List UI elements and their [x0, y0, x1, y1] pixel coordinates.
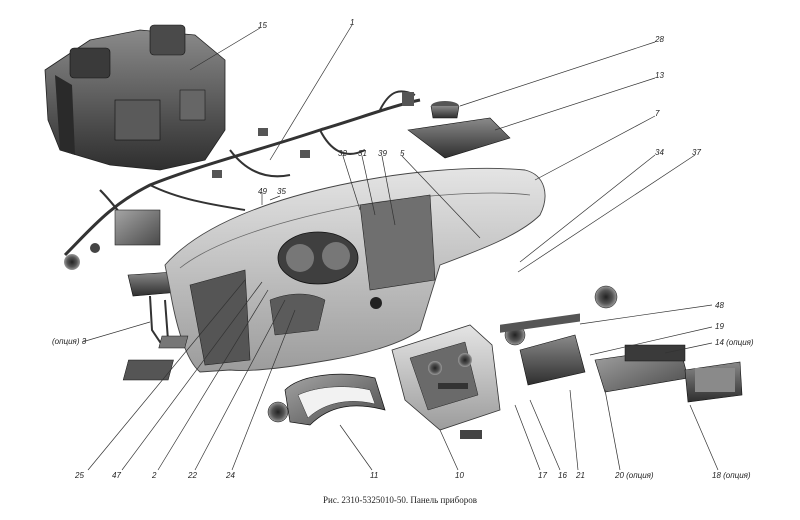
callout-5: 5	[400, 149, 405, 158]
callout-25: 25	[74, 471, 84, 480]
callout-2: 2	[151, 471, 157, 480]
callout-28: 28	[654, 35, 664, 44]
glovebox-lid	[407, 117, 511, 159]
callout-7: 7	[655, 109, 660, 118]
cup-holder	[430, 101, 460, 119]
callout-21: 21	[575, 471, 585, 480]
callout-24: 24	[225, 471, 235, 480]
callout-32: 32	[338, 149, 347, 158]
callout-20: 20 (опция)	[614, 471, 654, 480]
figure-caption: Рис. 2310-5325010-50. Панель приборов	[323, 495, 477, 505]
heater-unit	[44, 24, 226, 171]
optional-units	[594, 344, 743, 403]
callout-37: 37	[692, 148, 701, 157]
optional-module	[127, 271, 181, 344]
callout-13: 13	[655, 71, 664, 80]
small-trim-panel	[158, 335, 189, 349]
callout-3: (опция) 3	[52, 337, 87, 346]
callout-49: 49	[258, 187, 267, 196]
dashboard-body	[164, 167, 546, 373]
callout-10: 10	[455, 471, 464, 480]
cluster-bezel	[267, 373, 386, 426]
callout-16: 16	[558, 471, 567, 480]
callout-19: 19	[715, 322, 724, 331]
callout-15: 15	[258, 21, 267, 30]
wiring-harness	[63, 90, 421, 270]
callout-39: 39	[378, 149, 387, 158]
callout-34: 34	[655, 148, 664, 157]
callout-22: 22	[187, 471, 197, 480]
lower-cover-panel	[122, 359, 174, 381]
switch-block	[500, 313, 586, 386]
callout-1: 1	[350, 18, 354, 27]
callout-31: 31	[358, 149, 367, 158]
callout-11: 11	[370, 471, 378, 480]
callout-48: 48	[715, 301, 724, 310]
callout-35: 35	[277, 187, 286, 196]
callout-47: 47	[112, 471, 121, 480]
callout-14: 14 (опция)	[715, 338, 754, 347]
leader-lines	[81, 24, 719, 471]
callout-17: 17	[538, 471, 547, 480]
callout-18: 18 (опция)	[712, 471, 751, 480]
